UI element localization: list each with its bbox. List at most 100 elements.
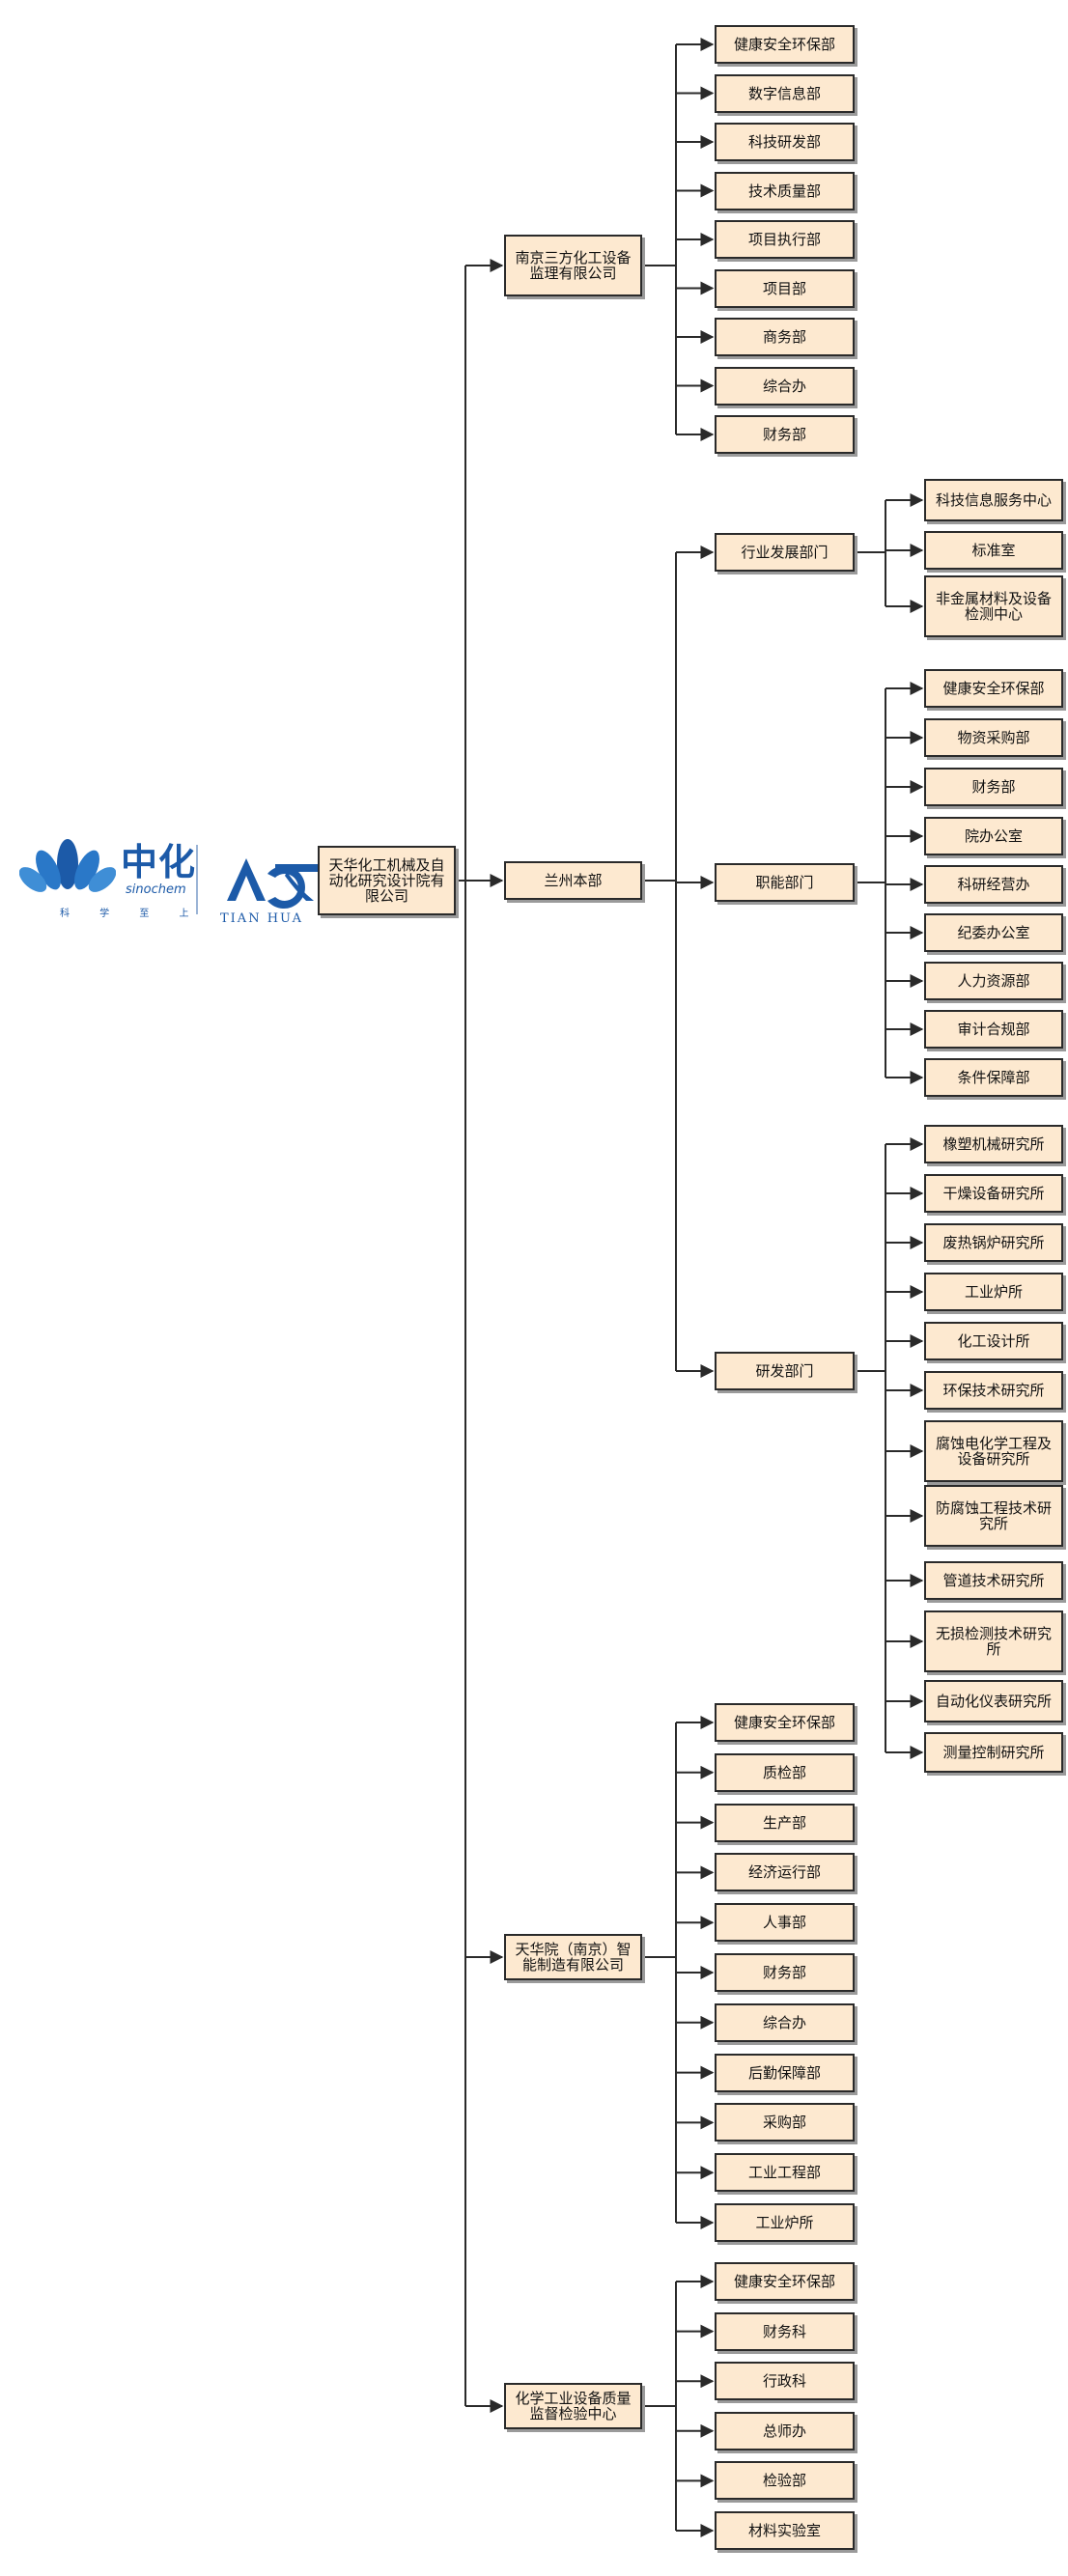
- org-box-label: 总师办: [762, 2422, 806, 2440]
- org-box-label: 科研经营办: [957, 876, 1030, 893]
- org-box-thnj-2: 质检部: [715, 1752, 855, 1792]
- org-box-lz: 兰州本部: [504, 861, 642, 900]
- org-box-label: 测量控制研究所: [942, 1744, 1045, 1761]
- org-box-label: 后勤保障部: [747, 2063, 821, 2082]
- tianhua-en-text: TIAN HUA: [220, 911, 303, 926]
- org-box-hxjy: 化学工业设备质量监督检验中心: [504, 2383, 642, 2429]
- org-box-yfbm-3: 废热锅炉研究所: [924, 1223, 1063, 1262]
- org-box-yfbm-6: 环保技术研究所: [924, 1371, 1063, 1410]
- sinochem-slogan: 科 学 至 上: [60, 909, 203, 919]
- org-box-thnj-11: 工业炉所: [715, 2203, 855, 2242]
- org-box-yfbm-4: 工业炉所: [924, 1273, 1063, 1311]
- org-box-label: 健康安全环保部: [733, 36, 835, 53]
- org-box-hxjy-6: 材料实验室: [715, 2511, 855, 2550]
- org-box-yfbm-2: 干燥设备研究所: [924, 1174, 1063, 1213]
- org-box-label: 工业炉所: [755, 2214, 814, 2231]
- org-box-znbm: 职能部门: [715, 863, 855, 902]
- org-box-hyfz-3: 非金属材料及设备检测中心: [924, 575, 1063, 637]
- org-box-label: 行业发展部门: [741, 544, 829, 561]
- org-box-thnj-9: 采购部: [715, 2103, 855, 2142]
- sinochem-lotus-icon: [19, 839, 116, 892]
- org-box-yfbm-1: 橡塑机械研究所: [924, 1125, 1063, 1163]
- org-box-yfbm-10: 无损检测技术研究所: [924, 1610, 1063, 1672]
- org-box-label: 行政科: [762, 2372, 806, 2391]
- org-box-hxjy-2: 财务科: [715, 2311, 855, 2351]
- tianhua-emblem-icon: [227, 858, 319, 909]
- org-box-label: 项目部: [762, 279, 806, 297]
- org-box-label: 生产部: [762, 1813, 806, 1832]
- org-box-label: 科技研发部: [747, 133, 821, 151]
- org-box-label: 质检部: [762, 1763, 806, 1781]
- org-box-nj3f: 南京三方化工设备监理有限公司: [504, 235, 642, 296]
- org-box-thnj-7: 综合办: [715, 2002, 855, 2042]
- org-box-nj3f-2: 数字信息部: [715, 73, 855, 113]
- org-box-yfbm-12: 测量控制研究所: [924, 1732, 1063, 1773]
- org-box-label: 健康安全环保部: [733, 1714, 835, 1731]
- org-box-thnj: 天华院（南京）智能制造有限公司: [504, 1934, 642, 1980]
- org-box-label: 天华化工机械及自动化研究设计院有限公司: [328, 856, 445, 905]
- org-box-label: 非金属材料及设备检测中心: [935, 590, 1052, 623]
- org-box-label: 检验部: [762, 2472, 806, 2490]
- org-box-label: 数字信息部: [747, 84, 821, 102]
- org-box-label: 橡塑机械研究所: [942, 1135, 1045, 1153]
- org-box-label: 废热锅炉研究所: [942, 1234, 1045, 1251]
- org-box-znbm-4: 院办公室: [924, 817, 1063, 855]
- org-box-label: 财务部: [762, 1964, 806, 1981]
- org-box-yfbm-5: 化工设计所: [924, 1322, 1063, 1360]
- org-box-znbm-8: 审计合规部: [924, 1010, 1063, 1049]
- org-box-nj3f-1: 健康安全环保部: [715, 25, 855, 64]
- org-box-label: 标准室: [971, 542, 1016, 559]
- org-box-label: 化工设计所: [957, 1332, 1030, 1350]
- org-box-label: 管道技术研究所: [942, 1572, 1045, 1589]
- org-box-label: 天华院（南京）智能制造有限公司: [515, 1941, 632, 1974]
- org-box-hxjy-5: 检验部: [715, 2461, 855, 2501]
- org-box-label: 商务部: [762, 328, 806, 346]
- logo-divider: [196, 845, 198, 914]
- org-box-label: 南京三方化工设备监理有限公司: [515, 249, 632, 282]
- org-box-nj3f-9: 财务部: [715, 415, 855, 454]
- org-box-label: 工业炉所: [964, 1283, 1023, 1301]
- org-box-label: 财务部: [971, 778, 1016, 796]
- org-box-label: 技术质量部: [747, 182, 821, 200]
- org-box-thnj-3: 生产部: [715, 1803, 855, 1842]
- org-box-label: 腐蚀电化学工程及设备研究所: [935, 1435, 1052, 1468]
- org-box-hxjy-3: 行政科: [715, 2362, 855, 2401]
- org-box-label: 兰州本部: [544, 872, 603, 889]
- org-box-znbm-3: 财务部: [924, 768, 1063, 806]
- org-box-znbm-7: 人力资源部: [924, 962, 1063, 1000]
- org-box-label: 环保技术研究所: [942, 1382, 1045, 1399]
- org-box-label: 综合办: [762, 377, 806, 395]
- org-box-hxjy-1: 健康安全环保部: [715, 2262, 855, 2301]
- org-box-label: 干燥设备研究所: [942, 1185, 1045, 1202]
- org-box-znbm-5: 科研经营办: [924, 865, 1063, 904]
- org-box-thnj-5: 人事部: [715, 1903, 855, 1943]
- org-box-label: 条件保障部: [957, 1069, 1030, 1086]
- org-box-nj3f-5: 项目执行部: [715, 220, 855, 259]
- org-box-thnj-6: 财务部: [715, 1953, 855, 1992]
- company-logo: 中化 sinochem 科 学 至 上 TIAN HUA: [19, 835, 319, 927]
- org-box-nj3f-8: 综合办: [715, 366, 855, 406]
- org-box-label: 院办公室: [964, 827, 1023, 845]
- org-box-label: 工业工程部: [747, 2164, 821, 2182]
- org-box-label: 自动化仪表研究所: [935, 1693, 1052, 1710]
- org-box-label: 项目执行部: [747, 231, 821, 248]
- org-box-thnj-4: 经济运行部: [715, 1853, 855, 1892]
- org-box-label: 财务科: [762, 2322, 806, 2340]
- sinochem-en-text: sinochem: [126, 882, 186, 897]
- org-box-yfbm-7: 腐蚀电化学工程及设备研究所: [924, 1420, 1063, 1482]
- org-box-nj3f-6: 项目部: [715, 268, 855, 308]
- org-box-label: 防腐蚀工程技术研究所: [935, 1499, 1052, 1532]
- org-box-yfbm: 研发部门: [715, 1352, 855, 1390]
- org-box-nj3f-4: 技术质量部: [715, 171, 855, 210]
- org-box-znbm-9: 条件保障部: [924, 1058, 1063, 1097]
- org-box-label: 采购部: [762, 2114, 806, 2132]
- org-box-nj3f-3: 科技研发部: [715, 123, 855, 161]
- org-box-root: 天华化工机械及自动化研究设计院有限公司: [318, 846, 456, 915]
- org-box-thnj-1: 健康安全环保部: [715, 1703, 855, 1742]
- org-box-label: 职能部门: [755, 874, 814, 891]
- org-box-znbm-6: 纪委办公室: [924, 913, 1063, 952]
- org-box-label: 人力资源部: [957, 972, 1030, 990]
- org-box-yfbm-9: 管道技术研究所: [924, 1561, 1063, 1600]
- org-box-thnj-8: 后勤保障部: [715, 2053, 855, 2092]
